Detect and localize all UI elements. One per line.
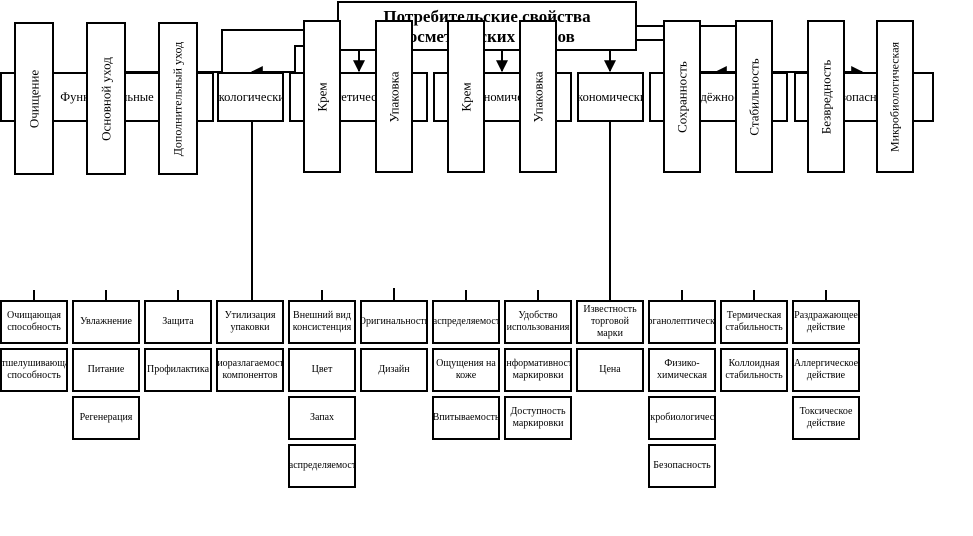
leaf-label: Цвет [311,364,333,375]
leaf-box: Регенерация [72,396,140,440]
leaf-label: Питание [87,364,125,375]
vertical-harmlessness: Безвредность [807,20,845,173]
leaf-label: Информативность маркировки [506,358,572,381]
leaf-label: Токсическое действие [799,406,853,429]
vertical-label: Крем [314,81,330,112]
leaf-box: Известность торговой марки [576,300,644,344]
vertical-cleansing: Очищение [14,22,54,175]
leaf-label: Запах [309,412,335,423]
category-ecological: Экологические [217,72,284,122]
leaf-label: Впитываемость [432,412,500,423]
leaf-box: Оригинальность [360,300,428,344]
vertical-label: Упаковка [530,71,546,122]
vertical-label: Микробиологическая [887,41,902,152]
leaf-box: Биоразлагаемость компонентов [216,348,284,392]
category-label: Экологические [218,89,282,104]
category-label: Экономические [577,89,642,104]
leaf-box: Защита [144,300,212,344]
category-label: Надёжность [685,89,752,104]
leaf-box: Очищающая способность [0,300,68,344]
leaf-box: Цена [576,348,644,392]
vertical-label: Сохранность [674,60,690,133]
leaf-label: Физико-химическая [657,358,707,381]
vertical-basic-care: Основной уход [86,22,126,175]
leaf-box: Безопасность [648,444,716,488]
leaf-box: Отшелушивающая способность [0,348,68,392]
leaf-box: Увлажнение [72,300,140,344]
leaf-label: Аллергическое действие [793,358,859,381]
vertical-label: Очищение [26,69,42,128]
vertical-stability: Стабильность [735,20,773,173]
leaf-box: Аллергическое действие [792,348,860,392]
leaf-label: Цена [599,364,621,375]
leaf-label: Отшелушивающая способность [1,358,66,381]
leaf-box: Органолептическая [648,300,716,344]
category-economic: Экономические [577,72,644,122]
leaf-box: Питание [72,348,140,392]
vertical-microbiological: Микробиологическая [876,20,914,173]
leaf-label: Оригинальность [360,316,428,327]
leaf-label: Внешний вид консистенция [292,310,352,333]
leaf-box: Микробиологическая [648,396,716,440]
leaf-label: Раздражающее действие [794,310,858,333]
leaf-label: Биоразлагаемость компонентов [217,358,284,381]
leaf-label: Дизайн [378,364,410,375]
leaf-label: Безопасность [653,460,711,471]
vertical-label: Основной уход [98,56,114,141]
vertical-label: Стабильность [746,57,762,136]
vertical-label: Крем [458,81,474,112]
leaf-label: Ощущения на коже [436,358,496,381]
leaf-box: Распределяемость [432,300,500,344]
leaf-label: Термическая стабильность [725,310,783,333]
vertical-label: Безвредность [818,59,834,134]
leaf-box: Термическая стабильность [720,300,788,344]
vertical-extra-care: Дополнительный уход [158,22,198,175]
leaf-label: Профилактика [146,364,210,375]
leaf-box: Раздражающее действие [792,300,860,344]
leaf-box: Профилактика [144,348,212,392]
vertical-cream-aesthetic: Крем [303,20,341,173]
leaf-label: Утилизация упаковки [224,310,276,333]
leaf-box: Впитываемость [432,396,500,440]
leaf-box: Цвет [288,348,356,392]
leaf-box: Дизайн [360,348,428,392]
leaf-box: Утилизация упаковки [216,300,284,344]
leaf-label: Увлажнение [80,316,132,327]
vertical-package-aesthetic: Упаковка [375,20,413,173]
leaf-label: Коллоидная стабильность [725,358,783,381]
leaf-box: Доступность маркировки [504,396,572,440]
leaf-label: Очищающая способность [7,310,61,333]
leaf-box: Информативность маркировки [504,348,572,392]
leaf-label: Защита [162,316,194,327]
leaf-label: Органолептическая [648,316,715,327]
leaf-box: Внешний вид консистенция [288,300,356,344]
vertical-package-ergonomic: Упаковка [519,20,557,173]
leaf-box: Токсическое действие [792,396,860,440]
leaf-box: Ощущения на коже [432,348,500,392]
leaf-label: Удобство использования [506,310,570,333]
leaf-box: Коллоидная стабильность [720,348,788,392]
leaf-label: Регенерация [79,412,133,423]
leaf-box: Распределяемость [288,444,356,488]
vertical-cream-ergonomic: Крем [447,20,485,173]
leaf-box: Удобство использования [504,300,572,344]
leaf-label: Распределяемость [432,316,500,327]
leaf-label: Известность торговой марки [583,304,637,339]
vertical-preservation: Сохранность [663,20,701,173]
leaf-box: Физико-химическая [648,348,716,392]
leaf-label: Распределяемость [288,460,356,471]
leaf-label: Микробиологическая [650,412,715,423]
vertical-label: Дополнительный уход [170,41,185,156]
leaf-box: Запах [288,396,356,440]
vertical-label: Упаковка [386,71,402,122]
leaf-label: Доступность маркировки [510,406,566,429]
